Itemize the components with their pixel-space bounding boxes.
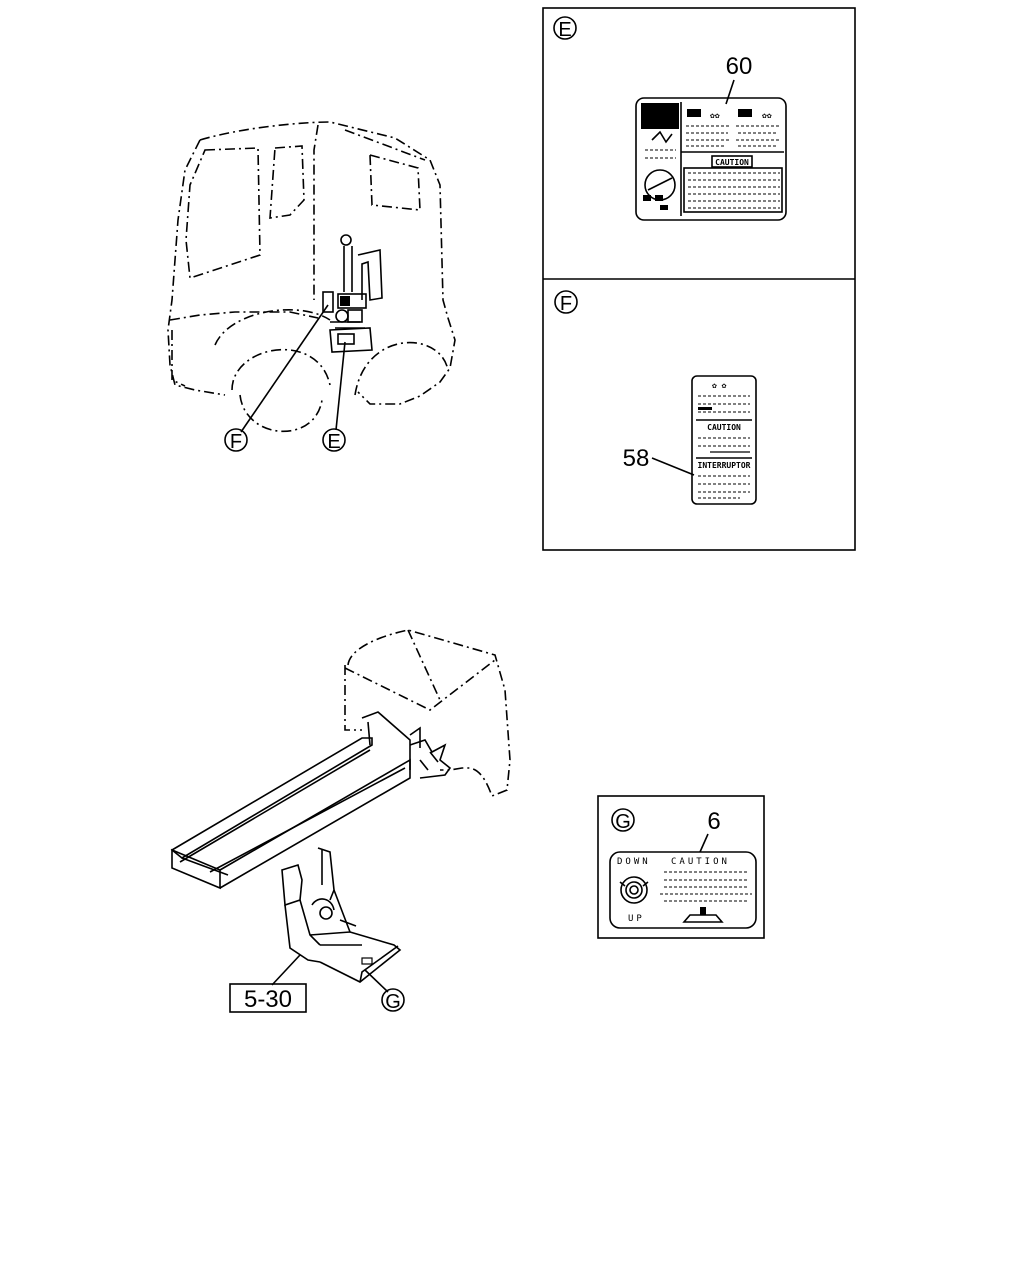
part-number-6: 6 [707, 808, 720, 835]
callout-f-truck[interactable]: F [224, 428, 248, 453]
svg-text:✿✿: ✿✿ [762, 111, 772, 120]
reference-5-30[interactable]: 5-30 [229, 983, 307, 1013]
detail-e-callout: E [558, 19, 571, 41]
detail-g-header: G [611, 808, 635, 833]
decal-6-caution: CAUTION [671, 857, 730, 867]
reference-5-30-label: 5-30 [244, 986, 292, 1013]
decal-58: ✿ ✿ CAUTION INTERRUPTOR [691, 375, 757, 505]
svg-text:✿ ✿: ✿ ✿ [712, 381, 727, 390]
decal-60-caution: CAUTION [715, 158, 749, 167]
chassis-frame-illustration [170, 629, 511, 983]
callout-g-frame-label: G [385, 991, 401, 1013]
leader-5-30 [271, 954, 301, 986]
decal-58-caution: CAUTION [707, 423, 741, 432]
callout-f-truck-label: F [230, 431, 242, 453]
callout-e-truck-label: E [327, 431, 340, 453]
detail-panel-g [597, 795, 765, 939]
decal-6-down: DOWN [617, 857, 651, 867]
detail-e-header: E [553, 16, 577, 41]
decal-58-interrupter: INTERRUPTOR [698, 461, 751, 470]
callout-e-truck[interactable]: E [322, 428, 346, 453]
part-number-58: 58 [623, 445, 650, 472]
decal-60: ✿✿ ✿✿ CAUTION [635, 97, 787, 221]
truck-cab-illustration [167, 121, 456, 433]
part-number-60: 60 [726, 53, 753, 80]
detail-f-header: F [554, 290, 578, 315]
detail-f-callout: F [560, 293, 572, 315]
decal-6: DOWN CAUTION UP [609, 851, 757, 929]
callout-g-frame[interactable]: G [381, 988, 405, 1013]
svg-text:✿✿: ✿✿ [710, 111, 720, 120]
detail-panel-ef [542, 7, 856, 551]
callout-leaders-top-left [240, 304, 346, 433]
decal-6-up: UP [628, 914, 645, 924]
detail-g-callout: G [615, 811, 631, 833]
leader-g [364, 969, 389, 993]
